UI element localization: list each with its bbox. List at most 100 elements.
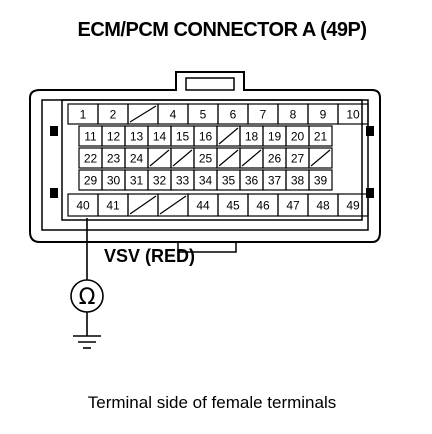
terminal-label: 36 — [245, 174, 259, 188]
guide-right-top — [366, 126, 374, 136]
terminal-18: 18 — [239, 125, 264, 147]
terminal-label: 8 — [290, 108, 297, 122]
terminal-38: 38 — [285, 169, 310, 191]
circuit-label: VSV (RED) — [104, 246, 195, 266]
terminal-label: 45 — [226, 199, 240, 213]
probe-wiring — [70, 218, 104, 349]
terminal-26: 26 — [262, 147, 287, 169]
terminal-label: 10 — [346, 108, 360, 122]
terminal-label: 12 — [107, 130, 121, 144]
terminal-label: 20 — [291, 130, 305, 144]
terminal-46: 46 — [247, 193, 279, 217]
unused-slash — [129, 195, 157, 215]
terminal-20: 20 — [285, 125, 310, 147]
terminal-12: 12 — [101, 125, 126, 147]
terminal-11: 11 — [78, 125, 103, 147]
terminal-label: 1 — [80, 108, 87, 122]
terminal-label: 48 — [316, 199, 330, 213]
terminal-label: 23 — [107, 152, 121, 166]
terminal-13: 13 — [124, 125, 149, 147]
terminal-39: 39 — [308, 169, 333, 191]
terminal-label: 27 — [291, 152, 305, 166]
terminal-37: 37 — [262, 169, 287, 191]
unused-slash — [218, 149, 239, 167]
terminal-label: 34 — [199, 174, 213, 188]
terminal-label: 46 — [256, 199, 270, 213]
terminal-label: 9 — [320, 108, 327, 122]
terminal-8: 8 — [277, 103, 309, 125]
terminal-15: 15 — [170, 125, 195, 147]
terminal-empty — [239, 147, 264, 169]
top-latch — [185, 77, 235, 91]
caption: Terminal side of female terminals — [88, 393, 336, 412]
terminal-19: 19 — [262, 125, 287, 147]
terminal-22: 22 — [78, 147, 103, 169]
terminal-label: 33 — [176, 174, 190, 188]
terminal-label: 21 — [314, 130, 328, 144]
terminal-label: 13 — [130, 130, 144, 144]
terminal-empty — [216, 125, 241, 147]
terminal-44: 44 — [187, 193, 219, 217]
unused-slash — [172, 149, 193, 167]
terminal-31: 31 — [124, 169, 149, 191]
terminal-label: 31 — [130, 174, 144, 188]
terminal-16: 16 — [193, 125, 218, 147]
terminal-7: 7 — [247, 103, 279, 125]
terminal-label: 22 — [84, 152, 98, 166]
unused-slash — [159, 195, 187, 215]
terminal-label: 4 — [170, 108, 177, 122]
terminal-10: 10 — [337, 103, 369, 125]
terminal-4: 4 — [157, 103, 189, 125]
ohm-icon: Ω — [79, 285, 96, 310]
terminal-label: 39 — [314, 174, 328, 188]
terminal-5: 5 — [187, 103, 219, 125]
pin-field-frame — [61, 99, 363, 221]
terminal-47: 47 — [277, 193, 309, 217]
unused-slash — [241, 149, 262, 167]
unused-slash — [149, 149, 170, 167]
bottom-latch — [177, 242, 237, 253]
terminal-label: 32 — [153, 174, 167, 188]
terminal-label: 16 — [199, 130, 213, 144]
terminal-25: 25 — [193, 147, 218, 169]
terminal-label: 44 — [196, 199, 210, 213]
terminal-label: 35 — [222, 174, 236, 188]
terminal-label: 47 — [286, 199, 300, 213]
terminal-23: 23 — [101, 147, 126, 169]
terminal-label: 30 — [107, 174, 121, 188]
terminal-9: 9 — [307, 103, 339, 125]
terminal-label: 2 — [110, 108, 117, 122]
terminal-45: 45 — [217, 193, 249, 217]
terminal-label: 25 — [199, 152, 213, 166]
terminal-empty — [147, 147, 172, 169]
terminal-empty — [157, 193, 189, 217]
terminal-30: 30 — [101, 169, 126, 191]
diagram-title: ECM/PCM CONNECTOR A (49P) — [77, 19, 366, 41]
terminal-label: 38 — [291, 174, 305, 188]
terminal-33: 33 — [170, 169, 195, 191]
terminal-48: 48 — [307, 193, 339, 217]
terminal-label: 5 — [200, 108, 207, 122]
terminal-32: 32 — [147, 169, 172, 191]
terminal-label: 26 — [268, 152, 282, 166]
terminal-label: 15 — [176, 130, 190, 144]
terminal-6: 6 — [217, 103, 249, 125]
terminal-empty — [308, 147, 333, 169]
terminal-29: 29 — [78, 169, 103, 191]
terminal-label: 41 — [106, 199, 120, 213]
unused-slash — [129, 105, 157, 123]
unused-slash — [310, 149, 331, 167]
terminal-24: 24 — [124, 147, 149, 169]
housing-outline — [29, 71, 381, 243]
terminal-label: 24 — [130, 152, 144, 166]
terminal-41: 41 — [97, 193, 129, 217]
terminal-label: 19 — [268, 130, 282, 144]
terminal-label: 29 — [84, 174, 98, 188]
terminal-empty — [127, 103, 159, 125]
terminal-label: 11 — [84, 130, 97, 144]
terminal-49: 49 — [337, 193, 369, 217]
terminal-2: 2 — [97, 103, 129, 125]
terminal-empty — [170, 147, 195, 169]
